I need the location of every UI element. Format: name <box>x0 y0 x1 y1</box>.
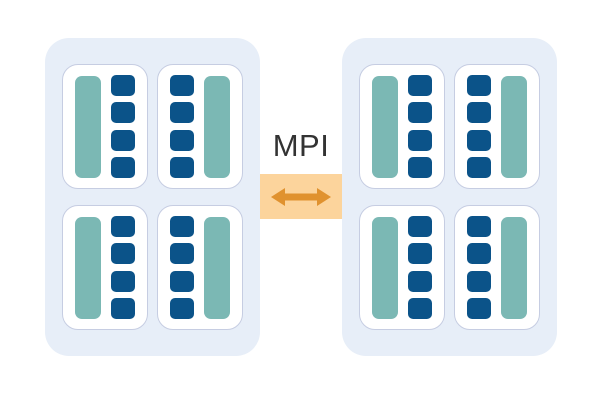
socket-right-top-left <box>359 64 445 189</box>
core-column <box>467 215 491 320</box>
socket-right-bottom-left <box>359 205 445 330</box>
core <box>111 270 135 292</box>
socket-right-top-right <box>454 64 540 189</box>
core <box>111 298 135 320</box>
core <box>111 157 135 179</box>
core-column <box>111 215 135 320</box>
core <box>467 270 491 292</box>
core <box>467 243 491 265</box>
socket-right-bottom-right <box>454 205 540 330</box>
core <box>170 215 194 237</box>
core-column <box>170 215 194 320</box>
memory-bar <box>372 75 398 178</box>
node-panel-left <box>45 38 260 356</box>
memory-bar <box>75 75 101 178</box>
core <box>170 102 194 124</box>
core <box>467 298 491 320</box>
core-column <box>408 215 432 320</box>
double-headed-arrow-icon <box>269 184 333 210</box>
core <box>408 298 432 320</box>
core <box>467 129 491 151</box>
core <box>467 74 491 96</box>
core <box>111 129 135 151</box>
mpi-arrow-box <box>260 174 342 219</box>
mpi-label: MPI <box>272 128 330 163</box>
core-column <box>111 74 135 179</box>
core <box>408 102 432 124</box>
core-column <box>408 74 432 179</box>
memory-bar <box>501 216 527 319</box>
socket-left-bottom-right <box>157 205 243 330</box>
core <box>170 298 194 320</box>
memory-bar <box>75 216 101 319</box>
memory-bar <box>501 75 527 178</box>
core-column <box>467 74 491 179</box>
core <box>408 129 432 151</box>
core <box>467 157 491 179</box>
socket-left-top-left <box>62 64 148 189</box>
memory-bar <box>204 75 230 178</box>
core <box>170 74 194 96</box>
core <box>111 243 135 265</box>
core <box>408 74 432 96</box>
core <box>111 74 135 96</box>
core <box>111 215 135 237</box>
mpi-link: MPI <box>260 130 342 219</box>
socket-left-top-right <box>157 64 243 189</box>
core <box>170 129 194 151</box>
memory-bar <box>204 216 230 319</box>
core <box>408 243 432 265</box>
core <box>467 215 491 237</box>
core <box>467 102 491 124</box>
core <box>170 270 194 292</box>
core <box>408 157 432 179</box>
core <box>408 270 432 292</box>
core <box>170 243 194 265</box>
core-column <box>170 74 194 179</box>
core <box>408 215 432 237</box>
memory-bar <box>372 216 398 319</box>
socket-left-bottom-left <box>62 205 148 330</box>
core <box>111 102 135 124</box>
core <box>170 157 194 179</box>
node-panel-right <box>342 38 557 356</box>
